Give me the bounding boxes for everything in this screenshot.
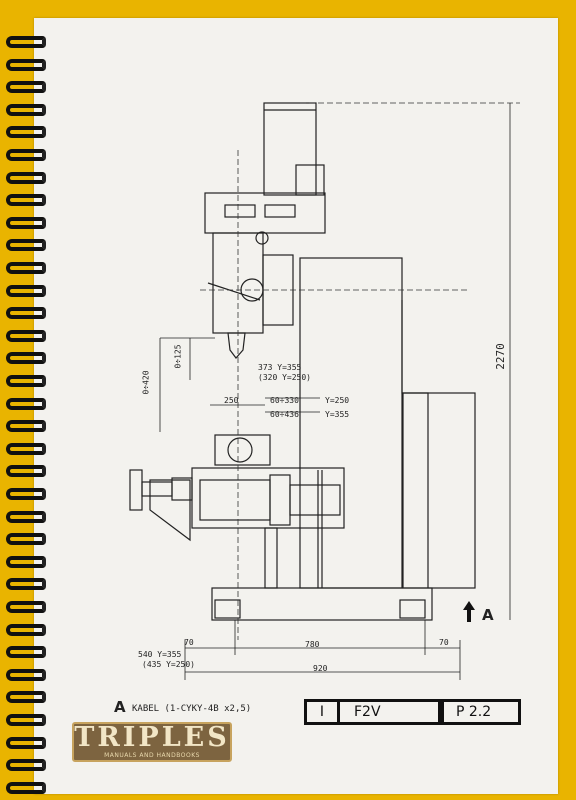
base <box>211 587 433 621</box>
binding-ring <box>6 284 46 297</box>
column <box>299 257 403 589</box>
dim-table-y-1: Y=250 <box>325 396 350 405</box>
page-number: P 2.2 <box>456 704 492 720</box>
dim-base-left: 70 <box>184 638 194 647</box>
dim-spindle-offset: 250 <box>224 396 239 405</box>
binding-ring <box>6 646 46 659</box>
spiral-binding <box>0 18 48 794</box>
dim-table-range-2: 60÷436 <box>270 410 299 419</box>
binding-ring <box>6 216 46 229</box>
document-page <box>34 18 558 794</box>
logo-tagline: MANUALS AND HANDBOOKS <box>104 752 200 759</box>
binding-ring <box>6 397 46 410</box>
binding-ring <box>6 58 46 71</box>
binding-ring <box>6 781 46 794</box>
binding-ring <box>6 194 46 207</box>
binding-ring <box>6 420 46 433</box>
arrow-label: A <box>482 606 494 624</box>
binding-ring <box>6 262 46 274</box>
dim-table-y-2: Y=355 <box>325 410 350 419</box>
binding-ring <box>6 714 46 726</box>
dim-total-height: 2270 <box>493 343 507 370</box>
binding-ring <box>6 691 46 704</box>
binding-ring <box>6 375 46 387</box>
motor-housing <box>263 102 317 196</box>
binding-ring <box>6 81 46 94</box>
binding-ring <box>6 442 46 455</box>
title-block-page: P 2.2 <box>441 699 521 725</box>
dim-head-reach-2: (320 Y=250) <box>258 373 311 382</box>
dim-offset-1: 540 Y=355 <box>138 650 182 659</box>
binding-ring <box>6 126 46 139</box>
binding-ring <box>6 329 46 342</box>
binding-ring <box>6 533 46 546</box>
dim-vertical-travel: 0÷420 <box>141 370 151 395</box>
dim-base-right: 70 <box>439 638 449 647</box>
dim-offset-2: (435 Y=250) <box>142 660 195 669</box>
binding-ring <box>6 307 46 320</box>
title-block-index: I <box>304 699 340 725</box>
dim-table-range-1: 60÷330 <box>270 396 299 405</box>
binding-ring <box>6 36 46 48</box>
dim-head-travel: 0÷125 <box>173 344 183 369</box>
sheet-index: I <box>319 704 325 720</box>
binding-ring <box>6 623 46 636</box>
binding-ring <box>6 601 46 613</box>
binding-ring <box>6 578 46 591</box>
binding-ring <box>6 171 46 184</box>
dim-base-total: 920 <box>313 664 328 673</box>
cable-marker: A <box>114 698 126 716</box>
binding-ring <box>6 465 46 478</box>
binding-ring <box>6 759 46 772</box>
dim-head-reach-1: 373 Y=355 <box>258 363 302 372</box>
binding-ring <box>6 668 46 681</box>
binding-ring <box>6 149 46 161</box>
binding-ring <box>6 736 46 749</box>
binding-ring <box>6 239 46 252</box>
cable-text: KABEL (1-CYKY-4B x2,5) <box>132 704 252 714</box>
binding-ring <box>6 510 46 523</box>
binding-ring <box>6 488 46 500</box>
title-block-model: F2V <box>337 699 441 725</box>
triples-logo: TRIPLES MANUALS AND HANDBOOKS <box>72 722 232 762</box>
dim-base-middle: 780 <box>305 640 320 649</box>
binding-ring <box>6 103 46 116</box>
model-name: F2V <box>354 704 381 720</box>
binding-ring <box>6 352 46 365</box>
knee <box>191 467 345 529</box>
logo-name: TRIPLES <box>74 722 230 753</box>
binding-ring <box>6 555 46 568</box>
